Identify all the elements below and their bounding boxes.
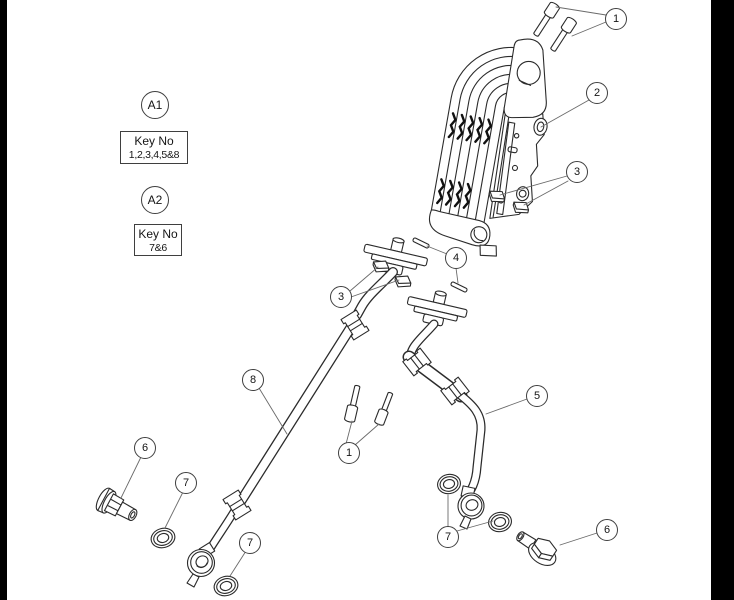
- key-ref-a2: A2: [141, 186, 169, 214]
- callout-3[interactable]: 3: [330, 286, 352, 308]
- key-box-a2-title: Key No: [138, 227, 178, 241]
- callout-1[interactable]: 1: [605, 8, 627, 30]
- dowel-pin: [412, 237, 430, 249]
- callout-4[interactable]: 4: [445, 247, 467, 269]
- retaining-clip: [394, 275, 412, 288]
- callout-2[interactable]: 2: [586, 82, 608, 104]
- callout-7[interactable]: 7: [239, 532, 261, 554]
- key-box-a2-items: 7&6: [149, 242, 167, 254]
- hose-long: [186, 267, 398, 588]
- sealing-washer: [437, 473, 461, 495]
- oil-cooler-outlet: [428, 209, 497, 257]
- key-ref-a1: A1: [141, 91, 169, 119]
- mounting-bolt: [344, 384, 361, 423]
- sealing-washer: [150, 527, 176, 549]
- crimp-collar: [440, 376, 470, 406]
- key-box-a1: Key No 1,2,3,4,5&8: [120, 131, 188, 164]
- callout-6[interactable]: 6: [596, 519, 618, 541]
- crimp-collar: [402, 347, 432, 377]
- retaining-clip: [488, 190, 506, 203]
- crimp-collar: [340, 309, 370, 341]
- oil-cooler: [428, 38, 548, 257]
- key-box-a2: Key No 7&6: [134, 224, 182, 256]
- oil-cooler-header: [503, 38, 547, 119]
- mounting-bolt: [550, 16, 577, 52]
- callout-8[interactable]: 8: [242, 369, 264, 391]
- mounting-bolt: [374, 391, 394, 426]
- hex-plug-bolt: [516, 531, 558, 567]
- key-box-a1-items: 1,2,3,4,5&8: [128, 149, 180, 161]
- sealing-washer: [488, 511, 512, 533]
- crimp-collar: [222, 489, 252, 521]
- key-box-a1-title: Key No: [134, 134, 174, 148]
- banjo-bolt: [95, 487, 138, 522]
- callout-7[interactable]: 7: [437, 526, 459, 548]
- fin-marks: [436, 112, 493, 209]
- oil-cooler-boss: [533, 117, 548, 136]
- callout-7[interactable]: 7: [175, 472, 197, 494]
- callout-3[interactable]: 3: [566, 161, 588, 183]
- leader-lines: [120, 6, 607, 577]
- hose-curved: [402, 319, 486, 530]
- callout-5[interactable]: 5: [526, 385, 548, 407]
- dowel-pin: [450, 281, 468, 293]
- sealing-washer: [213, 575, 239, 597]
- callout-6[interactable]: 6: [134, 437, 156, 459]
- mounting-bolt: [533, 1, 560, 37]
- callout-1[interactable]: 1: [338, 442, 360, 464]
